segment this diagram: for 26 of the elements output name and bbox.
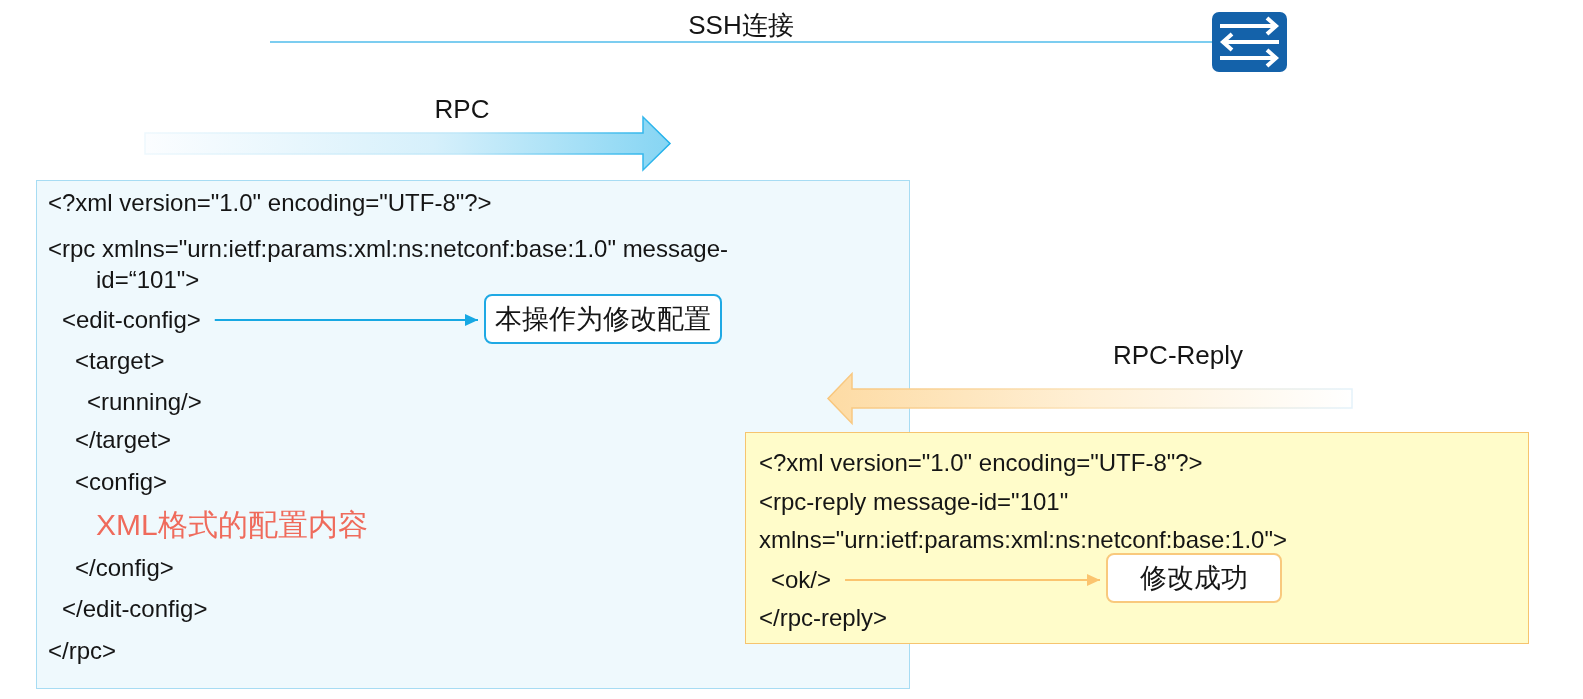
code-line: </edit-config> [62,594,208,624]
code-line: </rpc-reply> [759,603,888,633]
arrow [213,314,479,326]
code-line: </rpc> [48,636,117,666]
code-line: <rpc xmlns="urn:ietf:params:xml:ns:netconf:base:1.0" message-id=“101"> [48,233,729,295]
code-line: </target> [75,425,172,455]
callout-label: 修改成功 [1106,553,1282,603]
code-line: <?xml version="1.0" encoding="UTF-8"?> [759,448,1203,478]
annotation-text: XML格式的配置内容 [96,507,368,543]
code-line: xmlns="urn:ietf:params:xml:ns:netconf:base:1.0"> [759,525,1287,555]
code-panel [745,432,1529,644]
switch-icon [1212,12,1287,72]
callout-label: 本操作为修改配置 [484,294,722,344]
connection-line [269,41,1213,43]
arrow [844,574,1101,586]
code-line: <?xml version="1.0" encoding="UTF-8"?> [48,188,492,218]
code-line: <ok/> [771,565,832,595]
code-line: <running/> [87,387,202,417]
message-label: RPC [434,93,490,125]
message-label: RPC-Reply [1113,338,1243,371]
code-line: <config> [75,467,168,497]
code-line: <edit-config> [62,305,201,335]
code-line: <target> [75,346,165,376]
code-line: </config> [75,553,174,583]
edge-label: SSH连接 [688,9,794,41]
code-line: <rpc-reply message-id="101" [759,487,1069,517]
